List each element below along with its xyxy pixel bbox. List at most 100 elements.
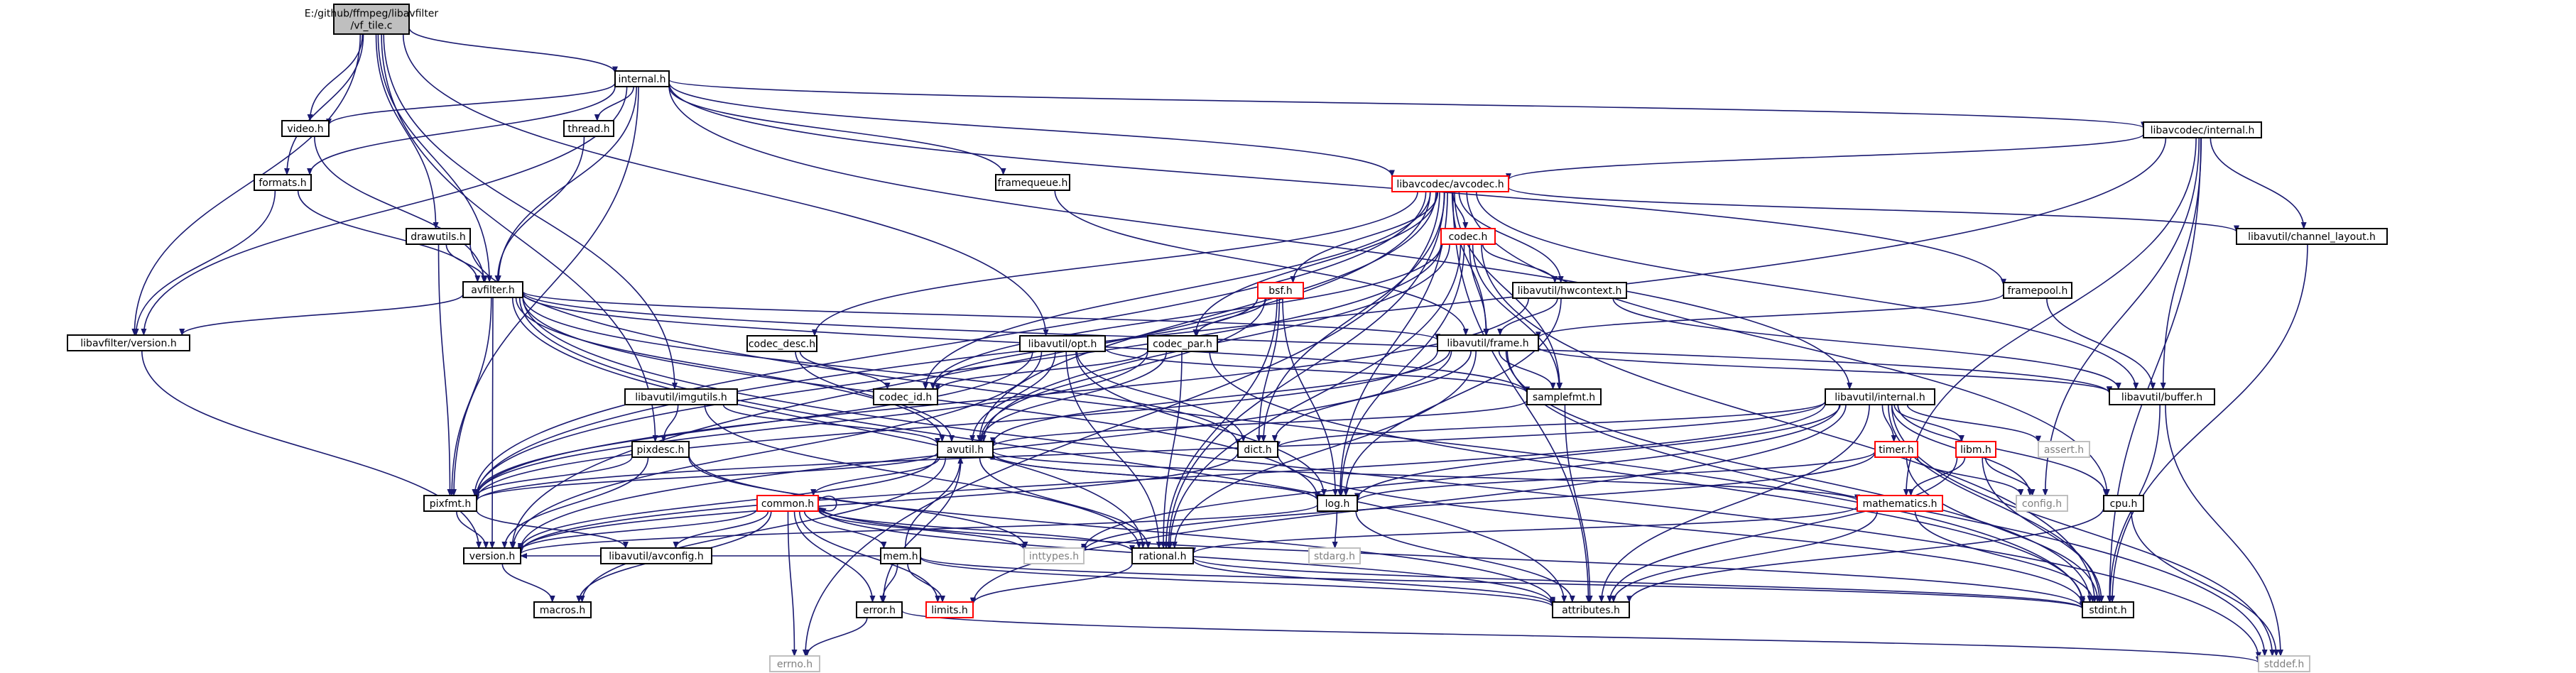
edge-codec_desc_h-to-codec_id_h [799, 351, 891, 390]
node-box [2016, 495, 2068, 512]
node-error-h[interactable]: error.h [856, 601, 903, 618]
node-box [2082, 601, 2134, 618]
node-box [2109, 388, 2215, 405]
node-root[interactable]: E:/github/ffmpeg/libavfilter/vf_tile.c [305, 4, 439, 35]
node-framepool-h[interactable]: framepool.h [2003, 282, 2072, 299]
edge-bsf_h-to-avutil_h [977, 297, 1266, 442]
edge-cpu_h-to-stddef_h [2131, 510, 2279, 657]
node-label: mathematics.h [1862, 498, 1937, 510]
edge-samplefmt_h-to-avutil_h [990, 399, 1528, 448]
node-dict-h[interactable]: dict.h [1237, 441, 1278, 458]
node-log-h[interactable]: log.h [1317, 495, 1358, 512]
edge-rational_h-to-attributes_h [1192, 559, 1555, 606]
node-version-h[interactable]: version.h [463, 547, 521, 564]
edge-internal_h-to-lavc_avcodec_h [668, 82, 1395, 177]
edge-log_h-to-avutil_h [990, 452, 1318, 501]
node-box [1874, 441, 1918, 458]
edge-formats_h-to-lavfi_version_h [133, 190, 276, 336]
node-label: libavfilter/version.h [80, 338, 176, 349]
edge-opt_h-to-rational_h [1065, 351, 1162, 549]
node-avutil-h[interactable]: avutil.h [937, 441, 994, 458]
node-libm-h[interactable]: libm.h [1955, 441, 1996, 458]
node-pixfmt-h[interactable]: pixfmt.h [423, 495, 477, 512]
edge-mathematics_h-to-rational_h [1190, 505, 1858, 554]
node-lavfi-version-h[interactable]: libavfilter/version.h [67, 334, 190, 351]
edge-common_h-to-errno_h [787, 510, 798, 657]
node-framequeue-h[interactable]: framequeue.h [995, 174, 1070, 191]
node-box [67, 334, 190, 351]
node-avconfig-h[interactable]: libavutil/avconfig.h [600, 547, 712, 564]
edge-log_h-to-stdarg_h [1332, 510, 1338, 549]
node-common-h[interactable]: common.h [756, 495, 819, 512]
edge-lavu_internal_h-to-limits_h [970, 404, 1847, 606]
node-box [254, 174, 312, 191]
node-thread-h[interactable]: thread.h [563, 120, 614, 137]
node-hwcontext-h[interactable]: libavutil/hwcontext.h [1512, 282, 1627, 299]
node-mathematics-h[interactable]: mathematics.h [1857, 495, 1943, 512]
edge-lavc_avcodec_h-to-avutil_h [977, 191, 1437, 442]
node-video-h[interactable]: video.h [281, 120, 330, 137]
edge-avfilter_h-to-dict_h [522, 295, 1241, 447]
node-limits-h[interactable]: limits.h [925, 601, 974, 618]
node-samplefmt-h[interactable]: samplefmt.h [1526, 388, 1602, 405]
edge-hwcontext_h-to-log_h [1343, 297, 1562, 496]
edge-internal_h-to-video_h [326, 82, 616, 126]
edge-root-to-lavfi_version_h [131, 33, 362, 336]
node-label: codec_id.h [879, 392, 933, 403]
node-codec-desc-h[interactable]: codec_desc.h [746, 335, 817, 352]
node-rational-h[interactable]: rational.h [1131, 547, 1194, 564]
node-internal-h[interactable]: internal.h [614, 70, 670, 87]
edge-frame_h-to-rational_h [1171, 350, 1477, 549]
node-label: codec_desc.h [749, 339, 815, 350]
edges-layer [131, 27, 2308, 664]
edge-lavu_internal_h-to-libm_h [1893, 404, 1964, 442]
node-lavc-avcodec-h[interactable]: libavcodec/avcodec.h [1391, 175, 1509, 192]
node-buffer-h[interactable]: libavutil/buffer.h [2109, 388, 2215, 405]
edge-avfilter_h-to-pixfmt_h [449, 297, 492, 496]
node-codec-id-h[interactable]: codec_id.h [873, 388, 938, 405]
edge-codec_h-to-log_h [1338, 244, 1465, 496]
node-lavu-internal-h[interactable]: libavutil/internal.h [1825, 388, 1935, 405]
node-codec-par-h[interactable]: codec_par.h [1147, 335, 1218, 352]
node-timer-h[interactable]: timer.h [1874, 441, 1918, 458]
node-stdint-h[interactable]: stdint.h [2082, 601, 2134, 618]
node-codec-h[interactable]: codec.h [1440, 228, 1496, 245]
edge-pixdesc_h-to-pixfmt_h [474, 456, 633, 498]
node-bsf-h[interactable]: bsf.h [1257, 282, 1304, 299]
node-formats-h[interactable]: formats.h [254, 174, 312, 191]
node-avfilter-h[interactable]: avfilter.h [462, 281, 523, 298]
edge-common_h-to-version_h [518, 508, 758, 552]
node-pixdesc-h[interactable]: pixdesc.h [631, 441, 690, 458]
node-label: video.h [287, 124, 323, 135]
node-box [624, 388, 738, 405]
node-label: attributes.h [1562, 605, 1620, 616]
edge-lavc_avcodec_h-to-samplefmt_h [1454, 191, 1563, 390]
node-box [1955, 441, 1996, 458]
node-label: libavutil/imgutils.h [635, 392, 727, 403]
node-drawutils-h[interactable]: drawutils.h [406, 228, 471, 245]
node-mem-h[interactable]: mem.h [880, 547, 921, 564]
edge-root-to-formats_h [284, 33, 364, 175]
edge-codec_h-to-frame_h [1469, 244, 1489, 336]
node-imgutils-h[interactable]: libavutil/imgutils.h [624, 388, 738, 405]
node-opt-h[interactable]: libavutil/opt.h [1019, 335, 1106, 352]
node-channel-layout-h[interactable]: libavutil/channel_layout.h [2236, 228, 2388, 245]
edge-drawutils_h-to-pixfmt_h [438, 244, 453, 496]
node-frame-h[interactable]: libavutil/frame.h [1437, 334, 1539, 351]
node-label: errno.h [777, 659, 813, 670]
node-label: avutil.h [947, 444, 984, 456]
node-lavc-internal-h[interactable]: libavcodec/internal.h [2143, 121, 2262, 138]
node-cpu-h[interactable]: cpu.h [2103, 495, 2144, 512]
node-label: stddef.h [2264, 659, 2304, 670]
edge-lavc_avcodec_h-to-cpu_h [1466, 191, 2110, 496]
edge-imgutils_h-to-avutil_h [722, 404, 940, 445]
node-box [1131, 547, 1194, 564]
node-label: libavutil/avconfig.h [609, 551, 703, 562]
node-box [1317, 495, 1358, 512]
node-stdarg-h: stdarg.h [1308, 547, 1361, 564]
edge-internal_h-to-thread_h [594, 86, 634, 121]
node-macros-h[interactable]: macros.h [533, 601, 592, 618]
node-box [756, 495, 819, 512]
node-box [423, 495, 477, 512]
node-attributes-h[interactable]: attributes.h [1552, 601, 1630, 618]
